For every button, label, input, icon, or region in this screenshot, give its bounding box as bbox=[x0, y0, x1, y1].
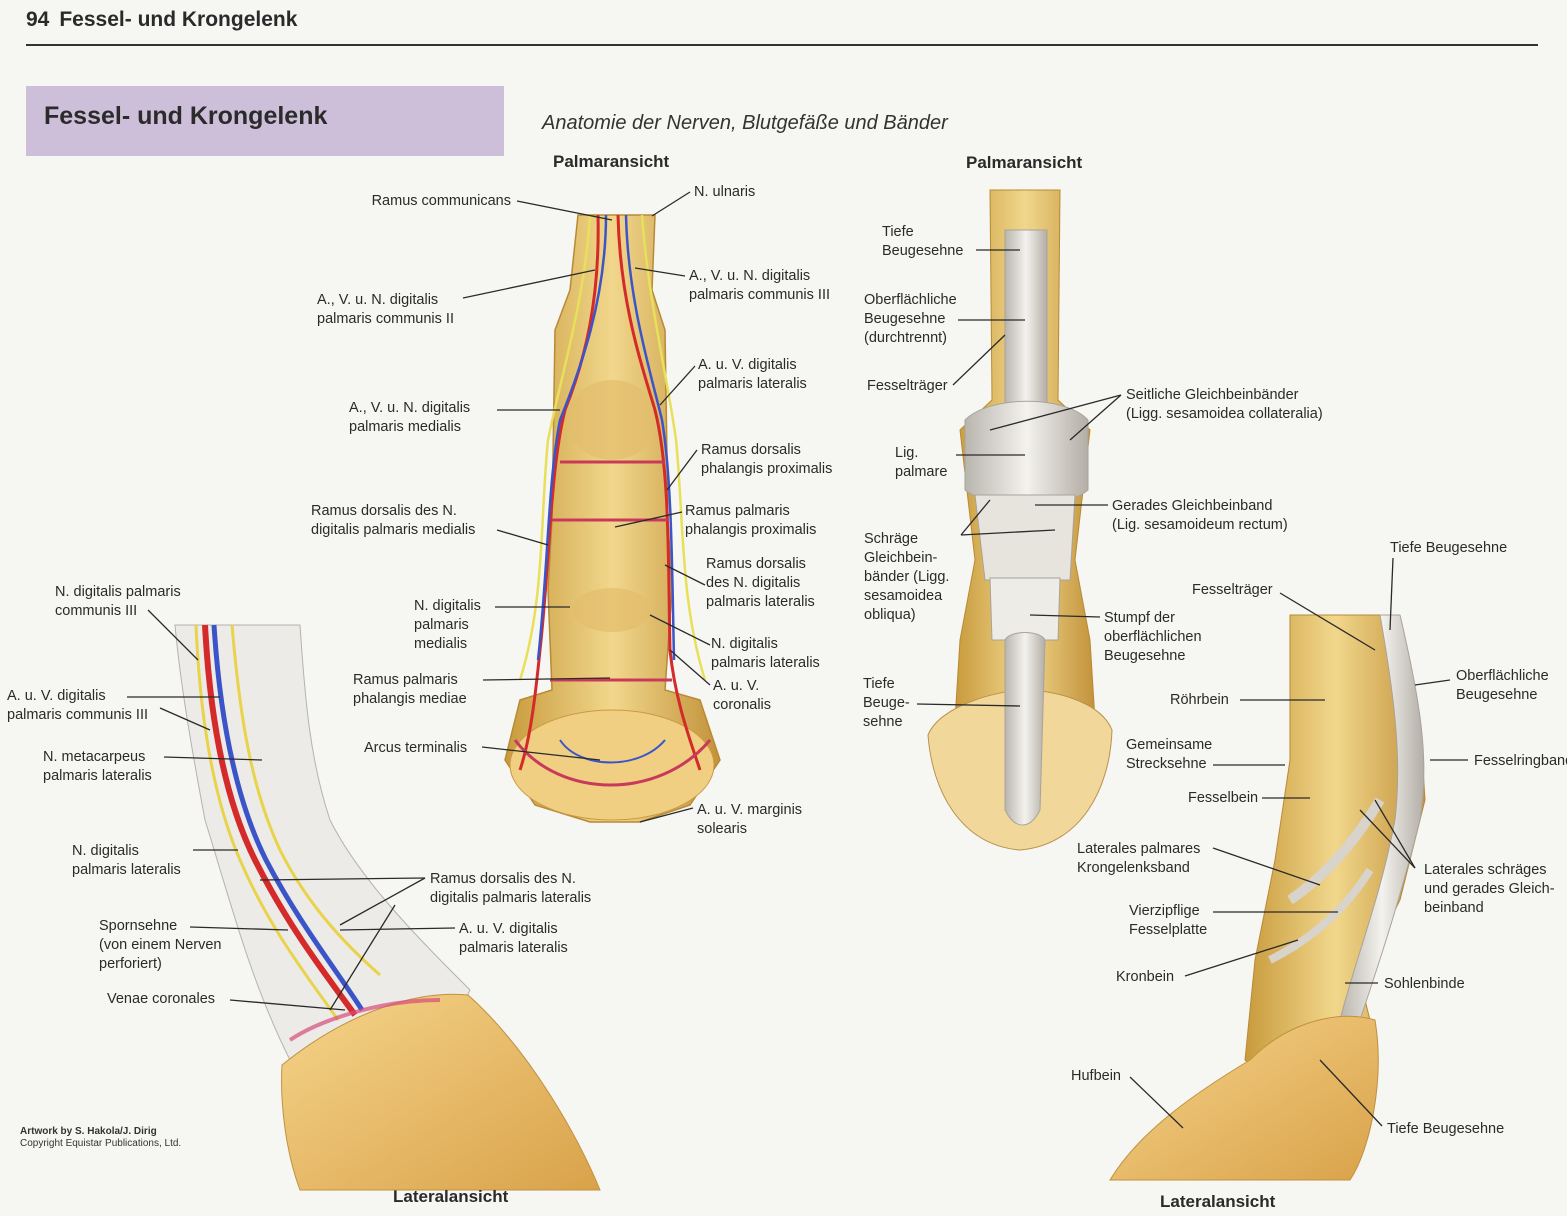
view-title-lateral-left: Lateralansicht bbox=[393, 1187, 509, 1206]
label-fesselringband: Fesselringband bbox=[1474, 753, 1567, 769]
label-sohlenbinde: Sohlenbinde bbox=[1384, 976, 1465, 992]
artwork-credit: Artwork by S. Hakola/J. Dirig Copyright … bbox=[20, 1126, 181, 1150]
label-ramus-communicans: Ramus communicans bbox=[371, 193, 511, 209]
page-subtitle: Anatomie der Nerven, Blutgefäße und Bänd… bbox=[542, 112, 948, 134]
label-fesseltraeger-1: Fesselträger bbox=[867, 378, 948, 394]
label-tiefe-beugesehne-3: Tiefe Beugesehne bbox=[1390, 540, 1508, 556]
label-fesseltraeger-2: Fesselträger bbox=[1192, 582, 1273, 598]
running-title: Fessel- und Krongelenk bbox=[59, 8, 298, 31]
page-number: 94 bbox=[26, 8, 50, 31]
lateral-ligament-illustration bbox=[1109, 614, 1426, 1181]
view-title-palmar-right: Palmaransicht bbox=[966, 153, 1083, 172]
copyright-notice: Copyright Equistar Publications, Ltd. bbox=[20, 1138, 182, 1149]
label-ramus-dorsalis-n-digitalis-lateralis-2: Ramus dorsalis des N.digitalis palmaris … bbox=[430, 871, 592, 906]
section-title: Fessel- und Krongelenk bbox=[44, 102, 328, 130]
label-arcus-terminalis: Arcus terminalis bbox=[364, 740, 468, 756]
label-gerades-gleichbeinband: Gerades Gleichbeinband(Lig. sesamoideum … bbox=[1112, 498, 1288, 533]
view-title-lateral-right: Lateralansicht bbox=[1160, 1192, 1276, 1211]
label-lig-palmare: Lig.palmare bbox=[895, 445, 948, 480]
section-title-box: Fessel- und Krongelenk bbox=[26, 86, 504, 156]
palmar-vessel-illustration bbox=[504, 214, 721, 823]
label-venae-coronales: Venae coronales bbox=[107, 991, 216, 1007]
label-seitliche-gleichbeinbaender: Seitliche Gleichbeinbänder(Ligg. sesamoi… bbox=[1126, 387, 1323, 422]
label-ramus-dorsalis-n-digitalis-medialis: Ramus dorsalis des N.digitalis palmaris … bbox=[311, 503, 476, 538]
label-av-coronalis: A. u. V.coronalis bbox=[713, 678, 772, 713]
palmar-ligament-illustration bbox=[927, 189, 1113, 851]
artwork-author: Artwork by S. Hakola/J. Dirig bbox=[20, 1126, 157, 1137]
label-fesselbein: Fesselbein bbox=[1188, 790, 1259, 806]
label-n-ulnaris: N. ulnaris bbox=[694, 184, 756, 200]
lateral-vessel-illustration bbox=[174, 624, 601, 1191]
label-kronbein: Kronbein bbox=[1116, 969, 1175, 985]
leader-lines bbox=[127, 191, 1468, 1129]
view-title-palmar-left: Palmaransicht bbox=[553, 152, 670, 171]
label-tiefe-beugesehne-4: Tiefe Beugesehne bbox=[1387, 1121, 1505, 1137]
label-hufbein: Hufbein bbox=[1071, 1068, 1121, 1084]
label-roehrbein: Röhrbein bbox=[1170, 692, 1229, 708]
page-header: 94 Fessel- und Krongelenk bbox=[26, 8, 297, 32]
header-rule bbox=[26, 44, 1538, 46]
